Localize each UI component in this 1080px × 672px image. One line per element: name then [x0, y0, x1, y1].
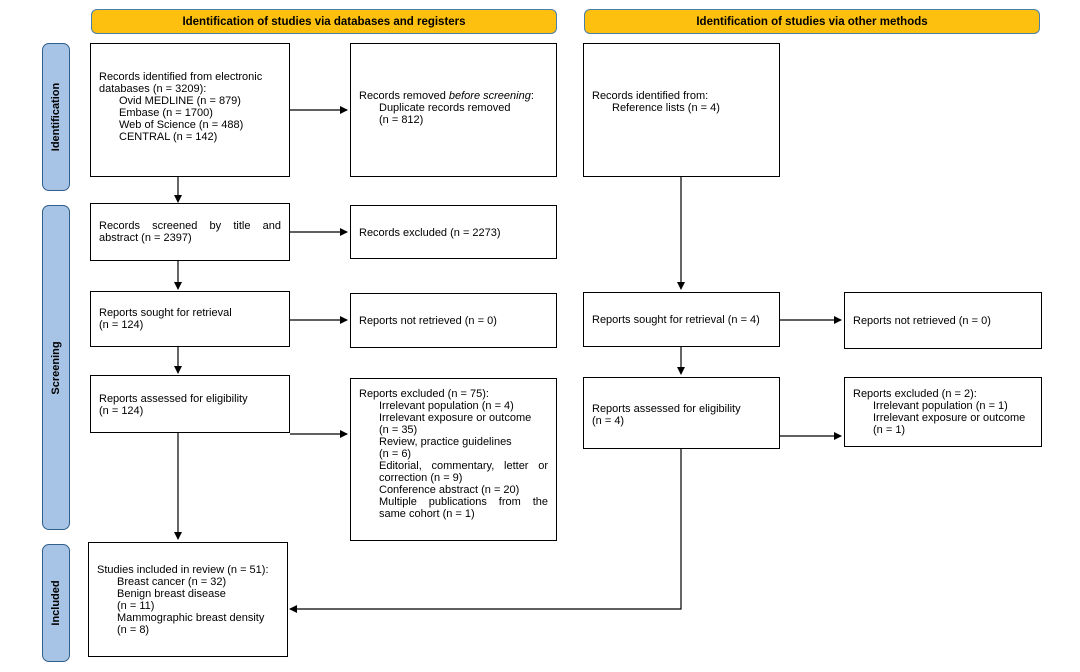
reports-excluded-item: Review, practice guidelines [379, 436, 512, 448]
other-reports-assessed-line2: (n = 4) [592, 415, 625, 427]
reports-excluded-item: Irrelevant population (n = 4) [379, 400, 514, 412]
box-records-excluded: Records excluded (n = 2273) [350, 205, 557, 259]
phase-included: Included [42, 544, 70, 662]
other-reports-excluded-item: Irrelevant population (n = 1) [873, 400, 1008, 412]
records-identified-line2: databases (n = 3209): [99, 83, 207, 95]
other-reports-sought-text: Reports sought for retrieval (n = 4) [592, 314, 760, 326]
header-other-methods-label: Identification of studies via other meth… [696, 15, 928, 28]
other-reports-excluded-item: Irrelevant exposure or outcome [873, 412, 1026, 424]
box-reports-not-retrieved: Reports not retrieved (n = 0) [350, 293, 557, 348]
records-identified-item: Embase (n = 1700) [119, 107, 213, 119]
arrow-other-assessed-to-included [289, 449, 682, 613]
box-other-reports-sought: Reports sought for retrieval (n = 4) [583, 292, 780, 347]
records-identified-item: Ovid MEDLINE (n = 879) [119, 95, 241, 107]
box-records-identified: Records identified from electronic datab… [90, 43, 290, 177]
box-studies-included: Studies included in review (n = 51): Bre… [88, 542, 288, 657]
reports-excluded-item: Irrelevant exposure or outcome [379, 412, 532, 424]
box-reports-excluded: Reports excluded (n = 75): Irrelevant po… [350, 378, 557, 541]
studies-included-item: Breast cancer (n = 32) [117, 576, 227, 588]
reports-assessed-line1: Reports assessed for eligibility [99, 393, 248, 405]
records-excluded-text: Records excluded (n = 2273) [359, 227, 501, 239]
reports-not-retrieved-text: Reports not retrieved (n = 0) [359, 315, 497, 327]
other-not-retrieved-text: Reports not retrieved (n = 0) [853, 315, 991, 327]
studies-included-item: Benign breast disease [117, 588, 226, 600]
box-records-screened: Records screened by title and abstract (… [90, 203, 290, 261]
reports-excluded-item: same cohort (n = 1) [379, 508, 475, 520]
records-removed-title-suffix: : [530, 90, 534, 102]
records-identified-item: Web of Science (n = 488) [119, 119, 244, 131]
reports-excluded-item: Multiple publications from the [379, 496, 548, 508]
box-records-removed: Records removed before screening: Duplic… [350, 43, 557, 177]
box-other-records-identified: Records identified from: Reference lists… [583, 43, 780, 177]
reports-excluded-item: Editorial, commentary, letter or [379, 460, 548, 472]
box-other-reports-excluded: Reports excluded (n = 2): Irrelevant pop… [844, 377, 1042, 447]
header-other-methods: Identification of studies via other meth… [584, 9, 1040, 34]
other-records-identified-item: Reference lists (n = 4) [612, 102, 720, 114]
records-identified-line1: Records identified from electronic [99, 71, 263, 83]
records-removed-title: Records removed before screening: [359, 90, 548, 102]
reports-assessed-line2: (n = 124) [99, 405, 144, 417]
studies-included-title: Studies included in review (n = 51): [97, 564, 269, 576]
records-identified-item: CENTRAL (n = 142) [119, 131, 218, 143]
reports-sought-line2: (n = 124) [99, 319, 144, 331]
records-removed-item: Duplicate records removed [379, 102, 511, 114]
reports-excluded-item: (n = 35) [379, 424, 418, 436]
records-screened-line1: Records screened by title and [99, 220, 281, 232]
records-screened-line2: abstract (n = 2397) [99, 232, 192, 244]
reports-excluded-item: (n = 6) [379, 448, 412, 460]
other-reports-assessed-line1: Reports assessed for eligibility [592, 403, 741, 415]
box-other-reports-assessed: Reports assessed for eligibility (n = 4) [583, 377, 780, 449]
other-records-identified-line1: Records identified from: [592, 90, 709, 102]
header-databases: Identification of studies via databases … [91, 9, 557, 34]
studies-included-item: (n = 8) [117, 624, 150, 636]
studies-included-item: Mammographic breast density [117, 612, 265, 624]
other-reports-excluded-title: Reports excluded (n = 2): [853, 388, 977, 400]
studies-included-item: (n = 11) [117, 600, 155, 612]
phase-screening: Screening [42, 205, 70, 530]
box-other-not-retrieved: Reports not retrieved (n = 0) [844, 292, 1042, 349]
other-reports-excluded-item: (n = 1) [873, 424, 906, 436]
reports-excluded-item: correction (n = 9) [379, 472, 463, 484]
phase-identification: Identification [42, 43, 70, 191]
reports-excluded-item: Conference abstract (n = 20) [379, 484, 520, 496]
records-removed-item: (n = 812) [379, 114, 424, 126]
reports-sought-line1: Reports sought for retrieval [99, 307, 232, 319]
reports-excluded-title: Reports excluded (n = 75): [359, 388, 489, 400]
records-removed-title-italic: before screening [448, 90, 531, 102]
header-databases-label: Identification of studies via databases … [182, 15, 466, 28]
box-reports-assessed: Reports assessed for eligibility (n = 12… [90, 375, 290, 433]
box-reports-sought: Reports sought for retrieval (n = 124) [90, 291, 290, 347]
records-removed-title-prefix: Records removed [359, 90, 449, 102]
